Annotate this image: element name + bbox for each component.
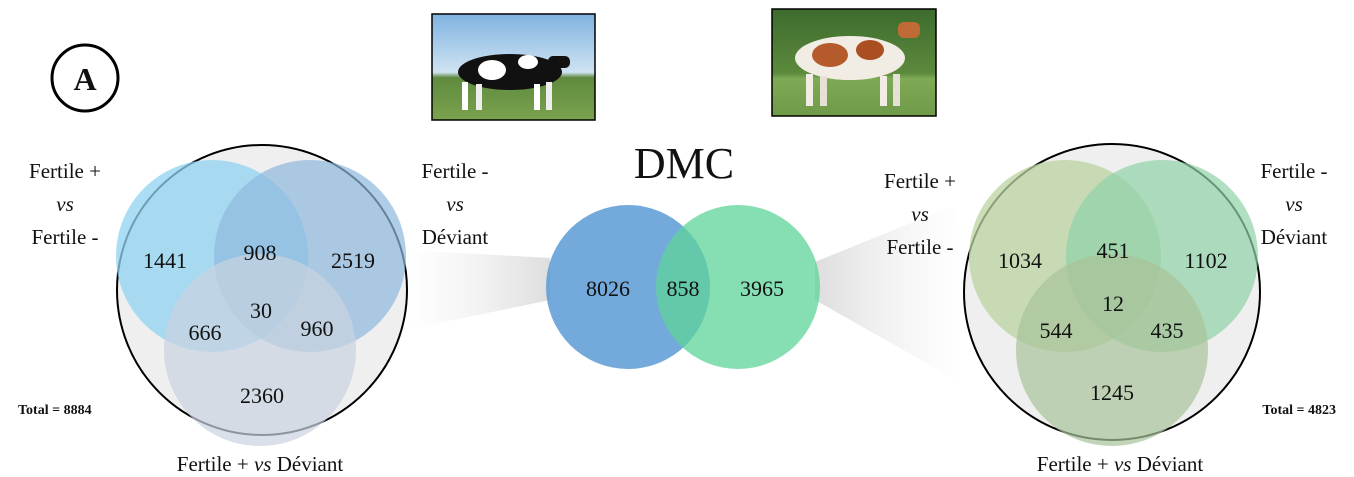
right-venn: 1034 451 1102 12 544 435 1245 xyxy=(963,143,1261,446)
svg-text:Fertile -: Fertile - xyxy=(886,235,953,259)
center-venn: 8026 858 3965 xyxy=(546,205,820,369)
dmc-title: DMC xyxy=(634,139,734,188)
montbeliarde-cow-photo xyxy=(771,8,937,117)
right-venn-circle-c xyxy=(1016,254,1208,446)
svg-text:Déviant: Déviant xyxy=(1261,225,1328,249)
left-venn-ab: 908 xyxy=(244,240,277,265)
right-label-top-right: Fertile - vs Déviant xyxy=(1260,159,1327,249)
left-venn-a-only: 1441 xyxy=(143,248,187,273)
right-label-bottom: Fertile + vs Déviant xyxy=(1037,452,1204,476)
left-label-top-right: Fertile - vs Déviant xyxy=(421,159,488,249)
right-label-top-left: Fertile + vs Fertile - xyxy=(884,169,956,259)
left-venn-circle-c xyxy=(164,254,356,446)
svg-text:vs: vs xyxy=(911,202,929,226)
left-venn-b-only: 2519 xyxy=(331,248,375,273)
right-venn-ab: 451 xyxy=(1097,238,1130,263)
panel-label-badge: A xyxy=(50,43,120,113)
svg-text:Déviant: Déviant xyxy=(422,225,489,249)
right-venn-bc: 435 xyxy=(1151,318,1184,343)
svg-text:Fertile -: Fertile - xyxy=(1260,159,1327,183)
center-right-only-value: 3965 xyxy=(740,276,784,301)
left-venn-ac: 666 xyxy=(189,320,222,345)
right-venn-a-only: 1034 xyxy=(998,248,1042,273)
center-venn-right-circle xyxy=(656,205,820,369)
holstein-cow-photo xyxy=(431,13,596,121)
left-venn-abc: 30 xyxy=(250,298,272,323)
left-total-label: Total = 8884 xyxy=(18,403,92,418)
right-venn-b-only: 1102 xyxy=(1184,248,1227,273)
svg-text:vs: vs xyxy=(56,192,74,216)
svg-text:Fertile +: Fertile + xyxy=(884,169,956,193)
right-projection-fan xyxy=(815,205,965,385)
left-label-bottom: Fertile + vs Déviant xyxy=(177,452,344,476)
right-total-label: Total = 4823 xyxy=(1262,403,1336,418)
left-projection-fan xyxy=(405,250,550,330)
panel-label: A xyxy=(73,61,96,97)
svg-text:Fertile +: Fertile + xyxy=(29,159,101,183)
right-venn-c-only: 1245 xyxy=(1090,380,1134,405)
svg-text:Fertile -: Fertile - xyxy=(31,225,98,249)
svg-text:vs: vs xyxy=(446,192,464,216)
left-label-top-left: Fertile + vs Fertile - xyxy=(29,159,101,249)
left-venn: 1441 908 2519 30 666 960 2360 xyxy=(116,144,408,446)
svg-text:vs: vs xyxy=(1285,192,1303,216)
right-venn-abc: 12 xyxy=(1102,291,1124,316)
left-venn-bc: 960 xyxy=(301,316,334,341)
center-left-only-value: 8026 xyxy=(586,276,630,301)
right-venn-ac: 544 xyxy=(1040,318,1073,343)
svg-text:Fertile -: Fertile - xyxy=(421,159,488,183)
center-overlap-value: 858 xyxy=(667,276,700,301)
left-venn-c-only: 2360 xyxy=(240,383,284,408)
